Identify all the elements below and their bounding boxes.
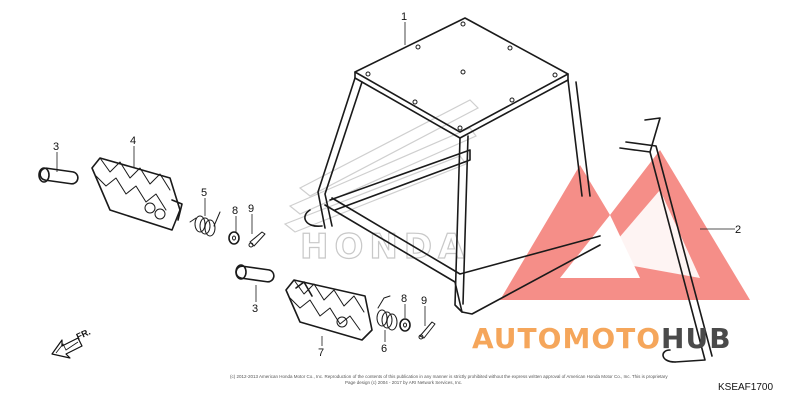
callout-8-lower: 8 (401, 293, 407, 305)
callout-1: 1 (401, 11, 407, 23)
pivot-pin-lower (235, 264, 275, 283)
callout-8-upper: 8 (232, 205, 238, 217)
cotter-pin-upper (248, 231, 266, 248)
front-direction-label: FR. (75, 327, 92, 342)
callout-6: 6 (381, 343, 387, 355)
front-direction-arrow-icon (51, 337, 83, 359)
washer-lower (399, 318, 411, 332)
spring-lower (376, 295, 398, 331)
callout-2: 2 (735, 224, 741, 236)
cotter-pin-lower (418, 321, 436, 340)
copyright-line-2: Page design (c) 2004 - 2017 by ARI Netwo… (345, 380, 462, 385)
automotohub-brand-text: AUTOMOTOHUB (472, 322, 732, 355)
washer-upper (228, 231, 240, 245)
callout-5: 5 (201, 187, 207, 199)
honda-watermark-text: HONDA (300, 227, 470, 267)
diagram-code: KSEAF1700 (718, 382, 773, 393)
pivot-pin-upper (38, 167, 79, 185)
leader-lines (56, 22, 735, 346)
honda-wing-watermark (283, 99, 480, 233)
callout-9-upper: 9 (248, 203, 254, 215)
footpeg-lower (285, 279, 373, 341)
callout-4: 4 (130, 135, 136, 147)
automotohub-logo-triangle (500, 150, 750, 300)
footpeg-upper (91, 157, 183, 231)
callout-3-lower: 3 (252, 303, 258, 315)
side-rail (619, 117, 713, 363)
spring-upper (189, 211, 221, 237)
callout-3-upper: 3 (53, 141, 59, 153)
stand-frame (304, 17, 601, 315)
callout-7: 7 (318, 347, 324, 359)
callout-9-lower: 9 (421, 295, 427, 307)
copyright-line-1: (c) 2012-2013 American Honda Motor Co., … (230, 374, 668, 379)
